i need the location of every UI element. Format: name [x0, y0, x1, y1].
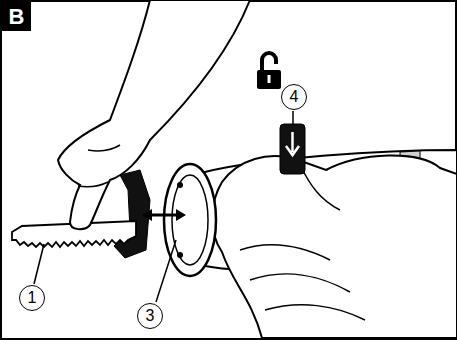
collar-screw	[177, 182, 183, 188]
left-hand	[58, 0, 250, 229]
finger-lines	[240, 245, 365, 320]
release-lever	[280, 124, 305, 174]
finger-lines	[78, 145, 120, 187]
panel-letter-box: B	[2, 2, 31, 31]
slide-arrow	[148, 214, 180, 217]
arrow-heads	[142, 209, 186, 221]
callout-number: 4	[290, 89, 299, 105]
down-arrow	[286, 132, 299, 155]
padlock-shackle	[262, 53, 276, 70]
leader-line	[292, 111, 294, 124]
callout-circle: 3	[137, 303, 163, 329]
padlock-body	[257, 70, 281, 89]
thumb-line	[300, 165, 340, 210]
collar-screw	[177, 252, 183, 258]
leader-line	[156, 240, 176, 302]
panel-letter: B	[9, 6, 25, 28]
callout-number: 1	[28, 290, 37, 306]
keyhole	[268, 75, 271, 83]
right-hand	[212, 155, 457, 338]
leader-line	[34, 244, 44, 284]
blade-collar	[164, 164, 216, 276]
callout-number: 3	[146, 308, 155, 324]
callout-circle: 4	[281, 84, 307, 110]
callout-circle: 1	[19, 285, 45, 311]
